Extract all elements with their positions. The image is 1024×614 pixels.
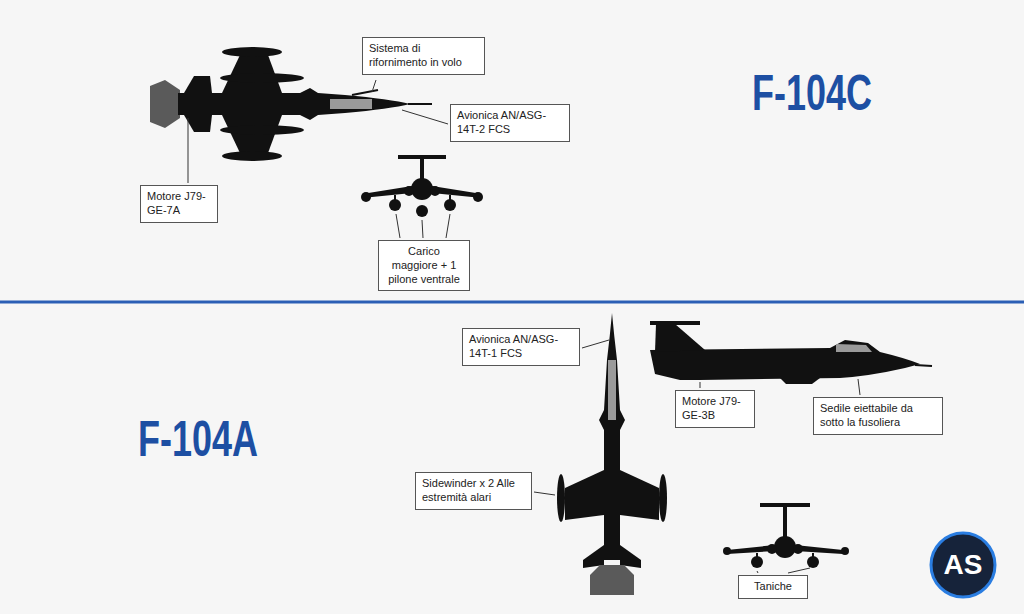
callout-text: Sidewinder x 2 Alle estremità alari <box>422 477 525 505</box>
f104c-front-view <box>361 155 483 217</box>
callout-box: Taniche <box>738 575 808 599</box>
callout-box: Avionica AN/ASG-14T-1 FCS <box>462 328 580 366</box>
callout-box: Motore J79-GE-3B <box>675 390 755 428</box>
callout-text: Motore J79-GE-7A <box>147 190 211 218</box>
f104a-front-view <box>723 503 849 568</box>
f104a-side-view <box>650 321 932 384</box>
logo-text: AS <box>931 551 995 579</box>
callout-box: Sistema di rifornimento in volo <box>362 37 485 75</box>
callout-text: Sistema di rifornimento in volo <box>369 42 478 70</box>
callout-text: Carico maggiore + 1 pilone ventrale <box>385 245 463 286</box>
callout-box: Sidewinder x 2 Alle estremità alari <box>415 472 532 510</box>
callout-text: Motore J79-GE-3B <box>682 395 748 423</box>
callout-text: Avionica AN/ASG-14T-1 FCS <box>469 333 573 361</box>
divider-line <box>0 301 1024 304</box>
callout-text: Taniche <box>745 580 801 594</box>
aircraft-heading: F-104C <box>752 68 872 118</box>
callout-text: Sedile eiettabile da sotto la fusoliera <box>820 402 936 430</box>
leader-lines <box>188 80 860 573</box>
callout-box: Carico maggiore + 1 pilone ventrale <box>378 240 470 291</box>
aircraft-heading: F-104A <box>138 414 258 464</box>
callout-text: Avionica AN/ASG-14T-2 FCS <box>457 109 563 137</box>
callout-box: Sedile eiettabile da sotto la fusoliera <box>813 397 943 435</box>
logo-badge <box>931 533 995 597</box>
callout-box: Motore J79-GE-7A <box>140 185 218 223</box>
callout-box: Avionica AN/ASG-14T-2 FCS <box>450 104 570 142</box>
